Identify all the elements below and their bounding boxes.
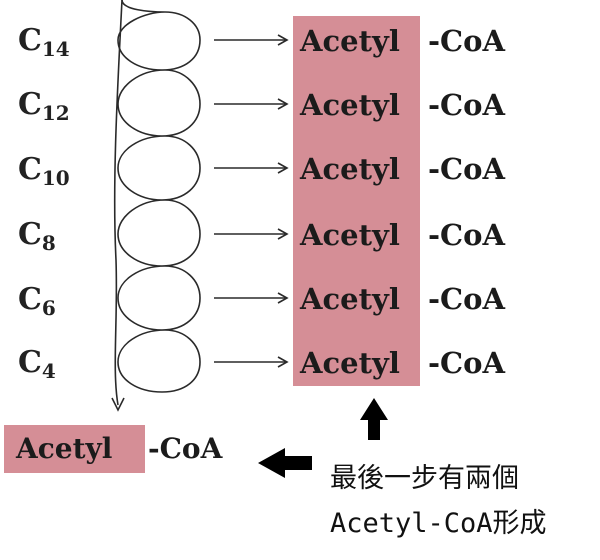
note-line-2: Acetyl-CoA形成 <box>330 508 547 539</box>
final-acetyl-highlight-box <box>4 425 145 473</box>
product-coa: -CoA <box>428 218 505 252</box>
cycle-arrow <box>214 356 289 368</box>
cycle-arrow <box>214 162 289 174</box>
spiral-arrowhead <box>111 397 125 412</box>
product-acetyl: Acetyl <box>300 88 400 122</box>
up-arrow <box>360 398 388 440</box>
carbon-label-c8: C8 <box>18 217 56 255</box>
acetyl-highlight-box <box>293 16 420 386</box>
cycle-arrow <box>214 98 289 110</box>
product-coa: -CoA <box>428 88 505 122</box>
product-acetyl: Acetyl <box>300 346 400 380</box>
product-coa: -CoA <box>428 346 505 380</box>
final-product-acetyl: Acetyl <box>16 432 113 465</box>
beta-oxidation-spiral <box>117 0 201 393</box>
carbon-label-c4: C4 <box>18 345 56 383</box>
product-coa: -CoA <box>428 282 505 316</box>
product-acetyl: Acetyl <box>300 24 400 58</box>
cycle-arrows <box>214 34 289 368</box>
final-product-coa: -CoA <box>148 432 223 465</box>
product-coa: -CoA <box>428 24 505 58</box>
product-acetyl: Acetyl <box>300 152 400 186</box>
left-arrow <box>258 448 312 478</box>
carbon-label-c14: C14 <box>18 23 70 61</box>
carbon-label-c12: C12 <box>18 87 70 125</box>
product-acetyl: Acetyl <box>300 218 400 252</box>
cycle-arrow <box>214 34 289 46</box>
spiral-descending-line <box>113 0 123 406</box>
product-coa: -CoA <box>428 152 505 186</box>
product-acetyl: Acetyl <box>300 282 400 316</box>
cycle-arrow <box>214 292 289 304</box>
note-line-1: 最後一步有兩個 <box>330 463 519 494</box>
carbon-label-c10: C10 <box>18 152 70 190</box>
carbon-label-c6: C6 <box>18 282 56 320</box>
cycle-arrow <box>214 228 289 240</box>
